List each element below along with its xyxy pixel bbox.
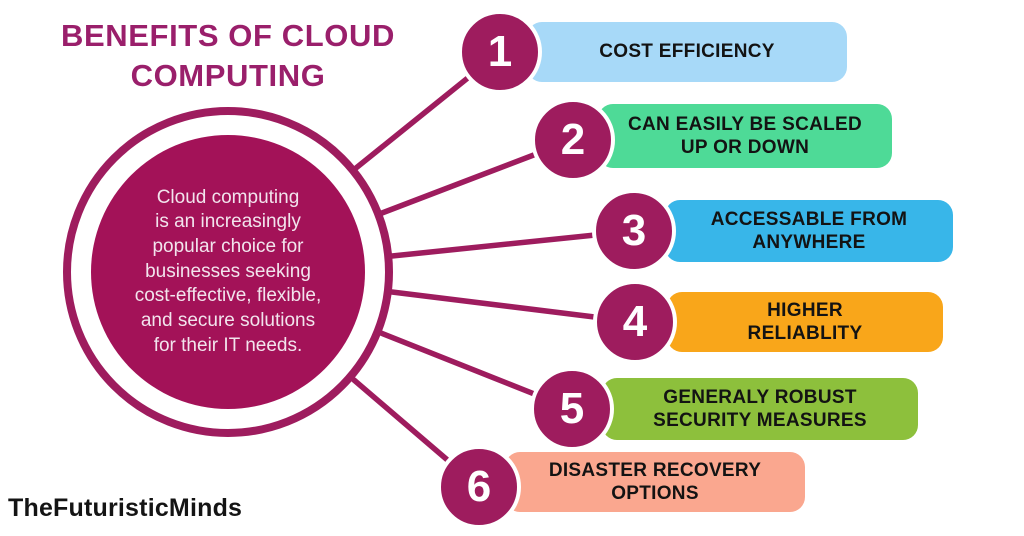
benefit-number-2: 2 bbox=[560, 115, 586, 164]
page-title: BENEFITS OF CLOUD COMPUTING bbox=[61, 18, 395, 93]
benefit-pill-4: HIGHER RELIABLITY bbox=[667, 292, 943, 352]
benefit-label-5: GENERALY ROBUST SECURITY MEASURES bbox=[653, 386, 867, 431]
benefit-pill-5: GENERALY ROBUST SECURITY MEASURES bbox=[602, 378, 918, 440]
benefit-number-6: 6 bbox=[466, 462, 492, 511]
benefit-number-5: 5 bbox=[559, 384, 585, 433]
benefit-badge-4: 4 bbox=[593, 280, 677, 364]
benefit-badge-5: 5 bbox=[530, 367, 614, 451]
center-circle-text: Cloud computing is an increasingly popul… bbox=[134, 186, 322, 356]
benefit-badge-3: 3 bbox=[592, 189, 676, 273]
benefit-pill-1: COST EFFICIENCY bbox=[527, 22, 847, 82]
benefit-pill-6: DISASTER RECOVERY OPTIONS bbox=[505, 452, 805, 512]
brand-watermark: TheFuturisticMinds bbox=[8, 494, 243, 522]
benefit-label-1: COST EFFICIENCY bbox=[599, 41, 775, 63]
benefit-label-2: CAN EASILY BE SCALED UP OR DOWN bbox=[627, 113, 863, 158]
center-circle: Cloud computing is an increasingly popul… bbox=[63, 107, 393, 437]
benefit-label-4: HIGHER RELIABLITY bbox=[747, 299, 863, 344]
benefit-number-3: 3 bbox=[621, 206, 647, 255]
benefit-pill-2: CAN EASILY BE SCALED UP OR DOWN bbox=[598, 104, 892, 168]
benefit-badge-1: 1 bbox=[458, 10, 542, 94]
benefit-badge-6: 6 bbox=[437, 445, 521, 529]
benefit-label-6: DISASTER RECOVERY OPTIONS bbox=[548, 459, 762, 504]
benefit-number-1: 1 bbox=[487, 27, 513, 76]
benefit-label-3: ACCESSABLE FROM ANYWHERE bbox=[710, 208, 908, 253]
benefit-pill-3: ACCESSABLE FROM ANYWHERE bbox=[665, 200, 953, 262]
benefit-number-4: 4 bbox=[622, 297, 648, 346]
center-circle-fill: Cloud computing is an increasingly popul… bbox=[91, 135, 365, 409]
benefit-badge-2: 2 bbox=[531, 98, 615, 182]
